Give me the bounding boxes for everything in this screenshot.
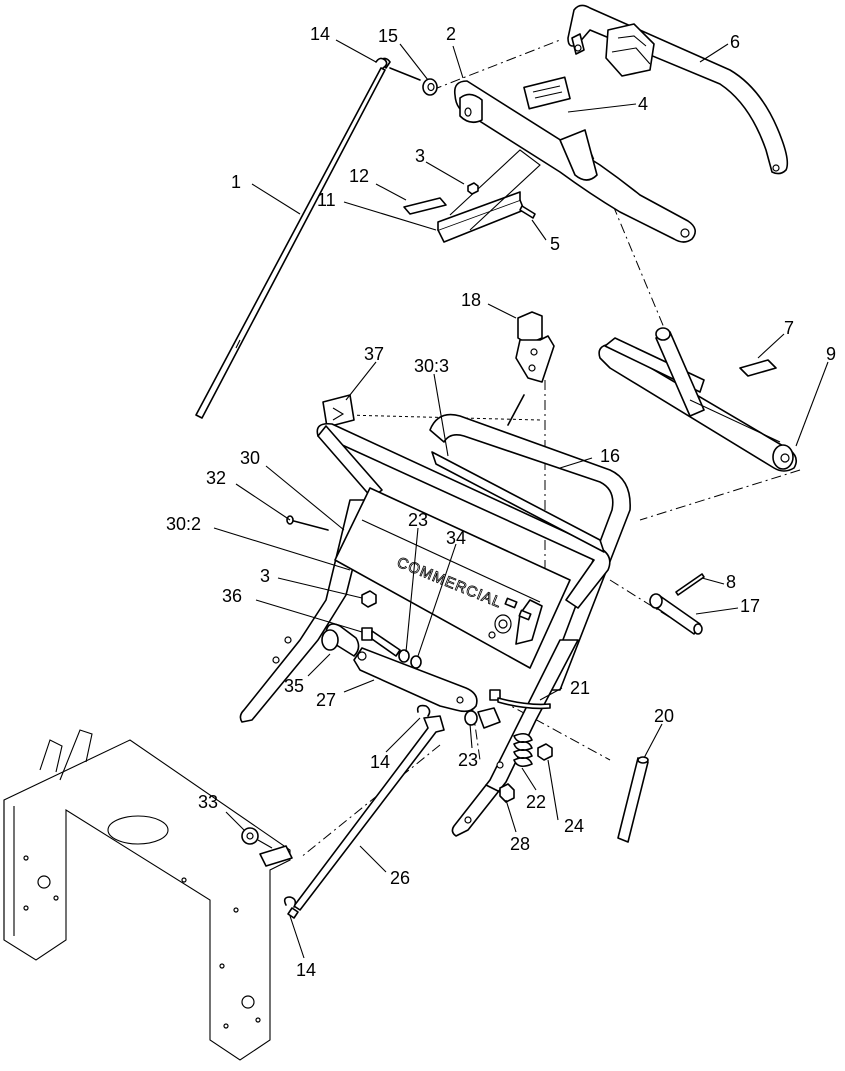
callout-3-lower: 3 bbox=[260, 566, 270, 586]
part-36-bolt bbox=[361, 627, 401, 657]
callout-24: 24 bbox=[564, 816, 584, 836]
callout-32: 32 bbox=[206, 468, 226, 488]
part-9-roller bbox=[598, 327, 798, 472]
callout-3-top: 3 bbox=[415, 146, 425, 166]
callout-8: 8 bbox=[726, 572, 736, 592]
callout-21: 21 bbox=[570, 678, 590, 698]
part-28-bolt bbox=[485, 783, 515, 803]
callout-23-upper: 23 bbox=[408, 510, 428, 530]
part-32-screw bbox=[286, 515, 329, 531]
part-26-lower-rod bbox=[287, 715, 445, 919]
callout-labels: 14 15 2 6 4 1 3 12 11 5 18 7 9 37 30:3 1… bbox=[166, 24, 836, 980]
callout-5: 5 bbox=[550, 234, 560, 254]
callout-15: 15 bbox=[378, 26, 398, 46]
callout-11: 11 bbox=[317, 190, 336, 210]
part-1-control-rod bbox=[195, 57, 391, 419]
callout-36: 36 bbox=[222, 586, 242, 606]
callout-27: 27 bbox=[316, 690, 336, 710]
part-35-tube bbox=[321, 623, 360, 657]
callout-4: 4 bbox=[638, 94, 648, 114]
part-7-decal bbox=[739, 359, 777, 377]
callout-2: 2 bbox=[446, 24, 456, 44]
callout-14-middle: 14 bbox=[370, 752, 390, 772]
housing-frame bbox=[3, 729, 293, 1061]
callout-30-3: 30:3 bbox=[414, 356, 449, 376]
part-33-bushing bbox=[241, 827, 273, 849]
part-37-cap bbox=[322, 394, 355, 428]
part-11-bracket bbox=[437, 149, 541, 243]
part-14-clip-middle bbox=[416, 704, 431, 717]
part-3-nut-top bbox=[467, 182, 479, 195]
callout-16: 16 bbox=[600, 446, 620, 466]
part-17-pin bbox=[649, 593, 703, 635]
part-18-switch-lever bbox=[507, 311, 555, 426]
part-2-upper-handle bbox=[453, 76, 696, 243]
callout-35: 35 bbox=[284, 676, 304, 696]
part-8-cotter-pin bbox=[675, 573, 705, 596]
callout-20: 20 bbox=[654, 706, 674, 726]
callout-30: 30 bbox=[240, 448, 260, 468]
callout-37: 37 bbox=[364, 344, 384, 364]
callout-9: 9 bbox=[826, 344, 836, 364]
part-22-spring bbox=[513, 732, 533, 768]
callout-34: 34 bbox=[446, 528, 466, 548]
callout-1: 1 bbox=[231, 172, 241, 192]
callout-6: 6 bbox=[730, 32, 740, 52]
callout-28: 28 bbox=[510, 834, 530, 854]
part-27-lever bbox=[353, 647, 478, 713]
part-30-3-decal bbox=[431, 451, 605, 553]
part-34-spacer bbox=[410, 655, 422, 669]
part-14-clip-lower bbox=[283, 896, 297, 908]
callout-17: 17 bbox=[740, 596, 760, 616]
leader-lines bbox=[213, 39, 829, 959]
part-14-15-clip-bushing bbox=[375, 57, 438, 96]
part-12-decal bbox=[403, 197, 447, 215]
callout-7: 7 bbox=[784, 318, 794, 338]
callout-30-2: 30:2 bbox=[166, 514, 201, 534]
part-23-washer-lower bbox=[464, 707, 501, 729]
part-6-bail-bar bbox=[567, 4, 789, 175]
callout-14-lower: 14 bbox=[296, 960, 316, 980]
part-24-nut bbox=[537, 743, 553, 761]
part-5-screw bbox=[519, 205, 536, 219]
callout-12: 12 bbox=[349, 166, 369, 186]
part-23-washer-upper bbox=[398, 649, 410, 663]
part-3-nut-lower bbox=[361, 590, 377, 608]
callout-18: 18 bbox=[461, 290, 481, 310]
callout-22: 22 bbox=[526, 792, 546, 812]
part-21-cable-tie bbox=[489, 689, 551, 710]
part-16-handle-frame bbox=[316, 413, 631, 691]
callout-33: 33 bbox=[198, 792, 218, 812]
part-20-shaft bbox=[617, 756, 649, 843]
callout-26: 26 bbox=[390, 868, 410, 888]
callout-23-lower: 23 bbox=[458, 750, 478, 770]
callout-14-top: 14 bbox=[310, 24, 330, 44]
